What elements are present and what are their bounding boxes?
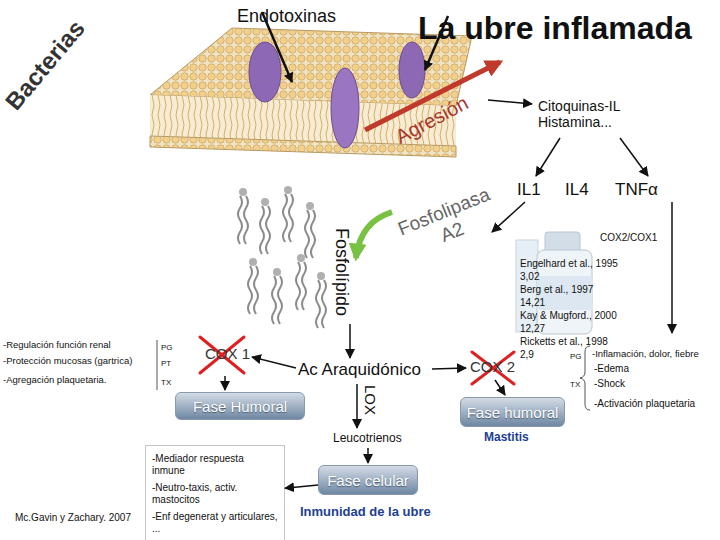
mediator-abbrev: PG	[161, 343, 173, 352]
phase-box: Fase Humoral	[175, 392, 305, 420]
note-text: -Mediador respuesta inmune	[152, 453, 278, 476]
phospholipid-molecules	[260, 198, 270, 254]
outcome-label: Mastitis	[484, 431, 529, 445]
curved-label: Bacterias	[0, 15, 90, 116]
effect-item: -Inflamación, dolor, fiebre	[592, 349, 699, 360]
reference: Berg et al., 1997	[520, 284, 593, 296]
reference-value: 3,02	[520, 271, 539, 283]
phospholipid-molecules	[248, 258, 258, 314]
box-text: Fase celular	[327, 472, 409, 489]
curved-label: Fosfolipasa A2	[388, 181, 508, 263]
flow-arrow	[671, 202, 673, 333]
note-box: -Mediador respuesta inmune -Neutro-taxis,…	[145, 445, 285, 540]
outcome-label: Inmunidad de la ubre	[300, 505, 431, 520]
flow-arrow	[349, 324, 351, 358]
phospholipid-molecules	[296, 254, 306, 310]
flow-arrow	[488, 100, 532, 104]
phospholipid-molecules	[238, 188, 248, 244]
flow-arrow	[495, 380, 505, 395]
inhibition-cross	[200, 337, 514, 384]
enzyme-label: COX 1	[205, 345, 250, 362]
citation: Mc.Gavin y Zachary. 2007	[15, 512, 131, 524]
effect-item: -Agregación plaquetaria.	[3, 375, 107, 386]
effect-item: -Edema	[594, 363, 629, 375]
phospholipid-molecules	[316, 272, 326, 328]
cell-membrane	[399, 42, 425, 98]
flow-arrow	[620, 138, 648, 176]
cytokine-label: IL4	[565, 180, 589, 200]
note-text: -Enf degenerat y articulares, ...	[152, 511, 278, 534]
effect-item: -Activación plaquetaria	[594, 398, 695, 410]
reference-value: 14,21	[520, 297, 545, 309]
phospholipid-molecules	[272, 268, 282, 324]
box-text: Fase Humoral	[193, 398, 287, 415]
effect-item: -Protección mucosas (gartrica)	[3, 356, 132, 367]
connector-arrow	[285, 485, 318, 488]
mediator-abbrev: PG	[570, 352, 582, 361]
reference: Ricketts et al., 1998	[520, 336, 608, 348]
phospholipid-molecules	[305, 202, 315, 258]
enzyme-label: COX 2	[470, 358, 515, 375]
flow-arrow	[252, 357, 296, 368]
reference: Kay & Mugford., 2000	[520, 310, 617, 322]
flow-arrow	[367, 448, 369, 463]
vertical-label: LOX	[361, 385, 378, 415]
flow-arrow	[356, 384, 358, 428]
flow-arrow	[224, 376, 226, 390]
phospholipid-molecules	[238, 186, 326, 328]
effect-item: -Regulación función renal	[3, 340, 111, 351]
diagram-title: La ubre inflamada	[418, 10, 692, 47]
cell-membrane	[249, 42, 281, 102]
mediator-abbrev: TX	[161, 378, 171, 387]
reference-value: 2,9	[520, 349, 534, 361]
substrate-label: Ac Araquidónico	[298, 360, 421, 380]
effect-item: -Shock	[594, 378, 625, 390]
cytokine-label: IL1	[517, 180, 541, 200]
drug-vial	[545, 232, 580, 252]
box-text: Fase humoral	[467, 404, 559, 421]
reference: Engelhard et al., 1995	[520, 258, 618, 270]
note-text: -Neutro-taxis, activ. mastocitos	[152, 482, 278, 505]
cytokine-label: TNFα	[615, 180, 658, 200]
cell-membrane	[150, 28, 472, 157]
phospholipid-molecules	[283, 186, 293, 242]
label: Leucotrienos	[333, 432, 402, 446]
label: COX2/COX1	[600, 232, 657, 244]
reference-value: 12,27	[520, 323, 545, 335]
phase-box: Fase humoral	[460, 397, 565, 427]
flow-arrow	[492, 202, 525, 232]
cell-membrane	[331, 68, 359, 148]
vertical-label: Fosfolípido	[332, 228, 353, 316]
flow-arrow	[432, 368, 466, 369]
enzyme-arrow	[356, 212, 392, 258]
mediator-abbrev: TX	[570, 380, 580, 389]
label: Endotoxinas	[237, 6, 336, 27]
flow-arrow	[536, 138, 560, 176]
mediator-abbrev: PT	[161, 359, 171, 368]
phase-box: Fase celular	[318, 465, 418, 495]
label: Citoquinas-IL Histamina...	[538, 98, 638, 130]
bracket	[157, 340, 158, 390]
